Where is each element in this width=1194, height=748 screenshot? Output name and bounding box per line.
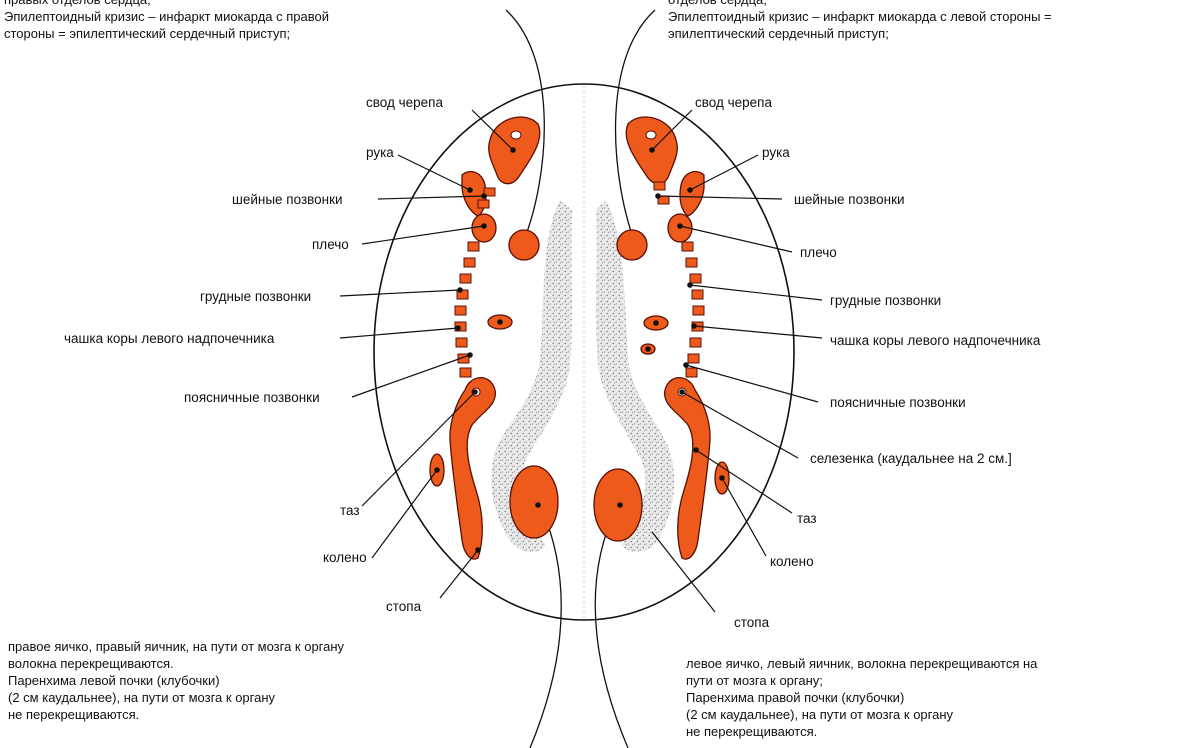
- right-label-knee: колено: [770, 553, 814, 570]
- left-lumbar-pelvis-organ: [450, 378, 495, 560]
- bottom-right-line-3: Паренхима правой почки (клубочки): [686, 689, 1037, 706]
- top-right-text: отделов сердца; Эпилептоидный кризис – и…: [668, 0, 1052, 42]
- bottom-right-line-4: (2 см каудальнее), на пути от мозга к ор…: [686, 706, 1037, 723]
- top-right-line-1: отделов сердца;: [668, 0, 1052, 8]
- left-label-cervical: шейные позвонки: [232, 191, 343, 208]
- right-label-adrenal: чашка коры левого надпочечника: [830, 332, 1040, 349]
- top-right-line-2: Эпилептоидный кризис – инфаркт миокарда …: [668, 8, 1052, 25]
- top-right-line-3: эпилептический сердечный приступ;: [668, 25, 1052, 42]
- right-label-arm: рука: [762, 144, 790, 161]
- right-label-pelvis: таз: [797, 510, 817, 527]
- left-label-skull: свод черепа: [366, 94, 443, 111]
- right-vertebrae: [654, 182, 704, 377]
- left-label-arm: рука: [366, 144, 394, 161]
- left-leader-lines: [340, 110, 513, 598]
- right-label-lumbar: поясничные позвонки: [830, 394, 966, 411]
- top-left-line-2: Эпилептоидный кризис – инфаркт миокарда …: [4, 8, 329, 25]
- left-label-shoulder: плечо: [312, 236, 349, 253]
- top-left-line-1: правых отделов сердца;: [4, 0, 329, 8]
- right-label-spleen: селезенка (каудальнее на 2 см.]: [810, 450, 1012, 467]
- left-label-lumbar: поясничные позвонки: [184, 389, 320, 406]
- bottom-right-line-5: не перекрещиваются.: [686, 723, 1037, 740]
- top-left-text: правых отделов сердца; Эпилептоидный кри…: [4, 0, 329, 42]
- bottom-left-line-2: волокна перекрещиваются.: [8, 655, 344, 672]
- left-label-foot: стопа: [386, 598, 421, 615]
- right-label-skull: свод черепа: [695, 94, 772, 111]
- left-foot-organ: [510, 466, 558, 538]
- bottom-left-text: правое яичко, правый яичник, на пути от …: [8, 638, 344, 723]
- left-label-pelvis: таз: [340, 502, 360, 519]
- bottom-left-line-1: правое яичко, правый яичник, на пути от …: [8, 638, 344, 655]
- left-label-thoracic: грудные позвонки: [200, 288, 311, 305]
- bottom-left-line-5: не перекрещиваются.: [8, 706, 344, 723]
- bottom-right-text: левое яичко, левый яичник, волокна перек…: [686, 655, 1037, 740]
- right-arm-organ: [680, 172, 704, 216]
- left-label-adrenal: чашка коры левого надпочечника: [64, 330, 274, 347]
- bottom-left-line-3: Паренхима левой почки (клубочки): [8, 672, 344, 689]
- top-left-line-3: стороны = эпилептический сердечный прист…: [4, 25, 329, 42]
- bottom-right-line-1: левое яичко, левый яичник, волокна перек…: [686, 655, 1037, 672]
- bottom-left-line-4: (2 см каудальнее), на пути от мозга к ор…: [8, 689, 344, 706]
- right-center-organ: [617, 230, 647, 260]
- left-label-knee: колено: [323, 549, 367, 566]
- right-label-cervical: шейные позвонки: [794, 191, 905, 208]
- right-label-thoracic: грудные позвонки: [830, 292, 941, 309]
- right-label-shoulder: плечо: [800, 244, 837, 261]
- left-center-organ: [509, 230, 539, 260]
- bottom-right-line-2: пути от мозга к органу;: [686, 672, 1037, 689]
- right-label-foot: стопа: [734, 614, 769, 631]
- bottom-right-fiber: [595, 505, 628, 748]
